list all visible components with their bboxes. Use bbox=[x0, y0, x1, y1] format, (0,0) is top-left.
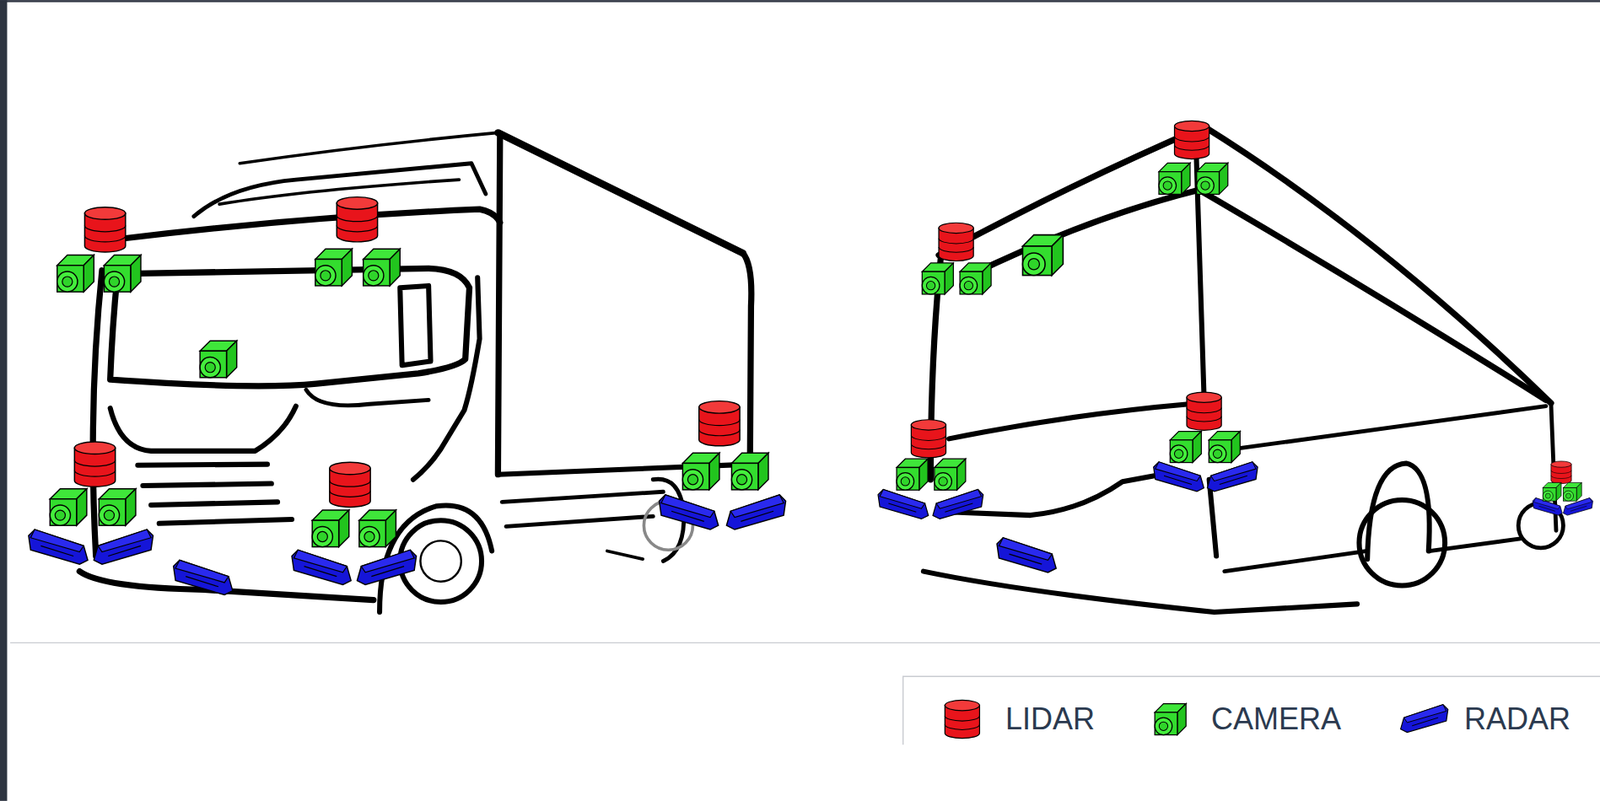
camera-icon bbox=[1196, 162, 1229, 194]
camera-icon bbox=[49, 489, 87, 527]
camera-icon bbox=[103, 255, 141, 293]
truck-rear-line bbox=[607, 550, 643, 560]
camera-icon bbox=[315, 248, 353, 286]
camera-icon bbox=[921, 263, 954, 295]
divider-line bbox=[10, 642, 1600, 644]
radar-icon bbox=[726, 495, 786, 530]
legend-camera-sample bbox=[1154, 704, 1186, 736]
camera-icon bbox=[1208, 431, 1240, 464]
lidar-icon bbox=[1551, 461, 1572, 485]
truck-door-line bbox=[306, 389, 429, 406]
lidar-icon bbox=[329, 462, 371, 507]
top-frame-line bbox=[0, 0, 1600, 2]
legend-label: CAMERA bbox=[1211, 704, 1342, 735]
camera-icon bbox=[363, 248, 401, 286]
lidar-icon bbox=[336, 197, 378, 243]
bus-corner-edge bbox=[1195, 143, 1217, 557]
lidar-icon bbox=[84, 207, 125, 253]
camera-icon bbox=[934, 458, 966, 491]
camera-icon bbox=[359, 510, 397, 548]
truck-box-rear bbox=[743, 253, 752, 464]
lidar-icon bbox=[1174, 120, 1210, 159]
camera-icon bbox=[1022, 235, 1063, 276]
lidar-icon bbox=[699, 401, 740, 447]
truck-outline bbox=[79, 132, 751, 613]
truck-box-top bbox=[497, 132, 743, 254]
camera-icon bbox=[199, 340, 238, 378]
truck-headlight-line bbox=[110, 406, 297, 452]
camera-icon bbox=[682, 452, 720, 491]
camera-icon bbox=[1562, 482, 1582, 502]
legend-label: RADAR bbox=[1464, 704, 1571, 735]
lidar-icon bbox=[1186, 392, 1222, 431]
lidar-icon bbox=[938, 222, 974, 261]
bus-side-line bbox=[1234, 406, 1547, 450]
bus-sensors bbox=[878, 120, 1593, 573]
truck-cab-side bbox=[413, 277, 480, 480]
radar-icon bbox=[173, 560, 233, 595]
truck-front-hub bbox=[420, 540, 461, 582]
radar-icon bbox=[932, 489, 984, 519]
camera-icon bbox=[959, 263, 992, 295]
legend-frame bbox=[903, 676, 1600, 745]
bus-roof bbox=[938, 126, 1552, 404]
bus-bottom bbox=[923, 571, 1358, 613]
truck-cab-top bbox=[120, 209, 501, 239]
radar-icon bbox=[878, 489, 929, 519]
radar-icon bbox=[1153, 462, 1205, 492]
legend-label: LIDAR bbox=[1005, 704, 1095, 735]
radar-icon bbox=[356, 549, 416, 585]
camera-icon bbox=[731, 452, 769, 491]
radar-icon bbox=[1206, 462, 1258, 492]
radar-icon bbox=[291, 549, 351, 585]
truck-sensors bbox=[28, 197, 787, 596]
bus-side-lower bbox=[1224, 550, 1368, 572]
camera-icon bbox=[1169, 431, 1202, 464]
legend-radar-sample bbox=[1400, 705, 1449, 733]
camera-icon bbox=[896, 458, 928, 491]
camera-icon bbox=[1158, 162, 1191, 194]
bus-roof-inner bbox=[969, 189, 1547, 400]
legend-lidar-sample bbox=[944, 700, 980, 739]
bus-windshield-bottom bbox=[948, 404, 1189, 439]
truck-windshield bbox=[110, 268, 470, 386]
bus-side-rear bbox=[1430, 538, 1520, 552]
lidar-icon bbox=[74, 441, 115, 487]
camera-icon bbox=[312, 510, 350, 548]
legend-samples bbox=[944, 700, 1448, 739]
left-frame-bar bbox=[0, 0, 7, 801]
radar-icon bbox=[93, 529, 153, 565]
bus-outline bbox=[923, 126, 1564, 613]
camera-icon bbox=[98, 489, 136, 527]
camera-icon bbox=[1542, 482, 1562, 502]
truck-side-window bbox=[399, 285, 431, 366]
truck-box-front bbox=[497, 134, 500, 475]
truck-grille bbox=[137, 464, 292, 524]
bus-front-panel bbox=[953, 471, 1179, 516]
truck-roof-line bbox=[239, 132, 498, 163]
camera-icon bbox=[57, 255, 95, 293]
bus-front-wheel bbox=[1358, 500, 1445, 587]
radar-icon bbox=[996, 538, 1056, 573]
radar-icon bbox=[28, 529, 88, 565]
truck-side-skirt bbox=[501, 491, 663, 527]
lidar-icon bbox=[910, 420, 946, 458]
radar-icon bbox=[659, 495, 719, 530]
